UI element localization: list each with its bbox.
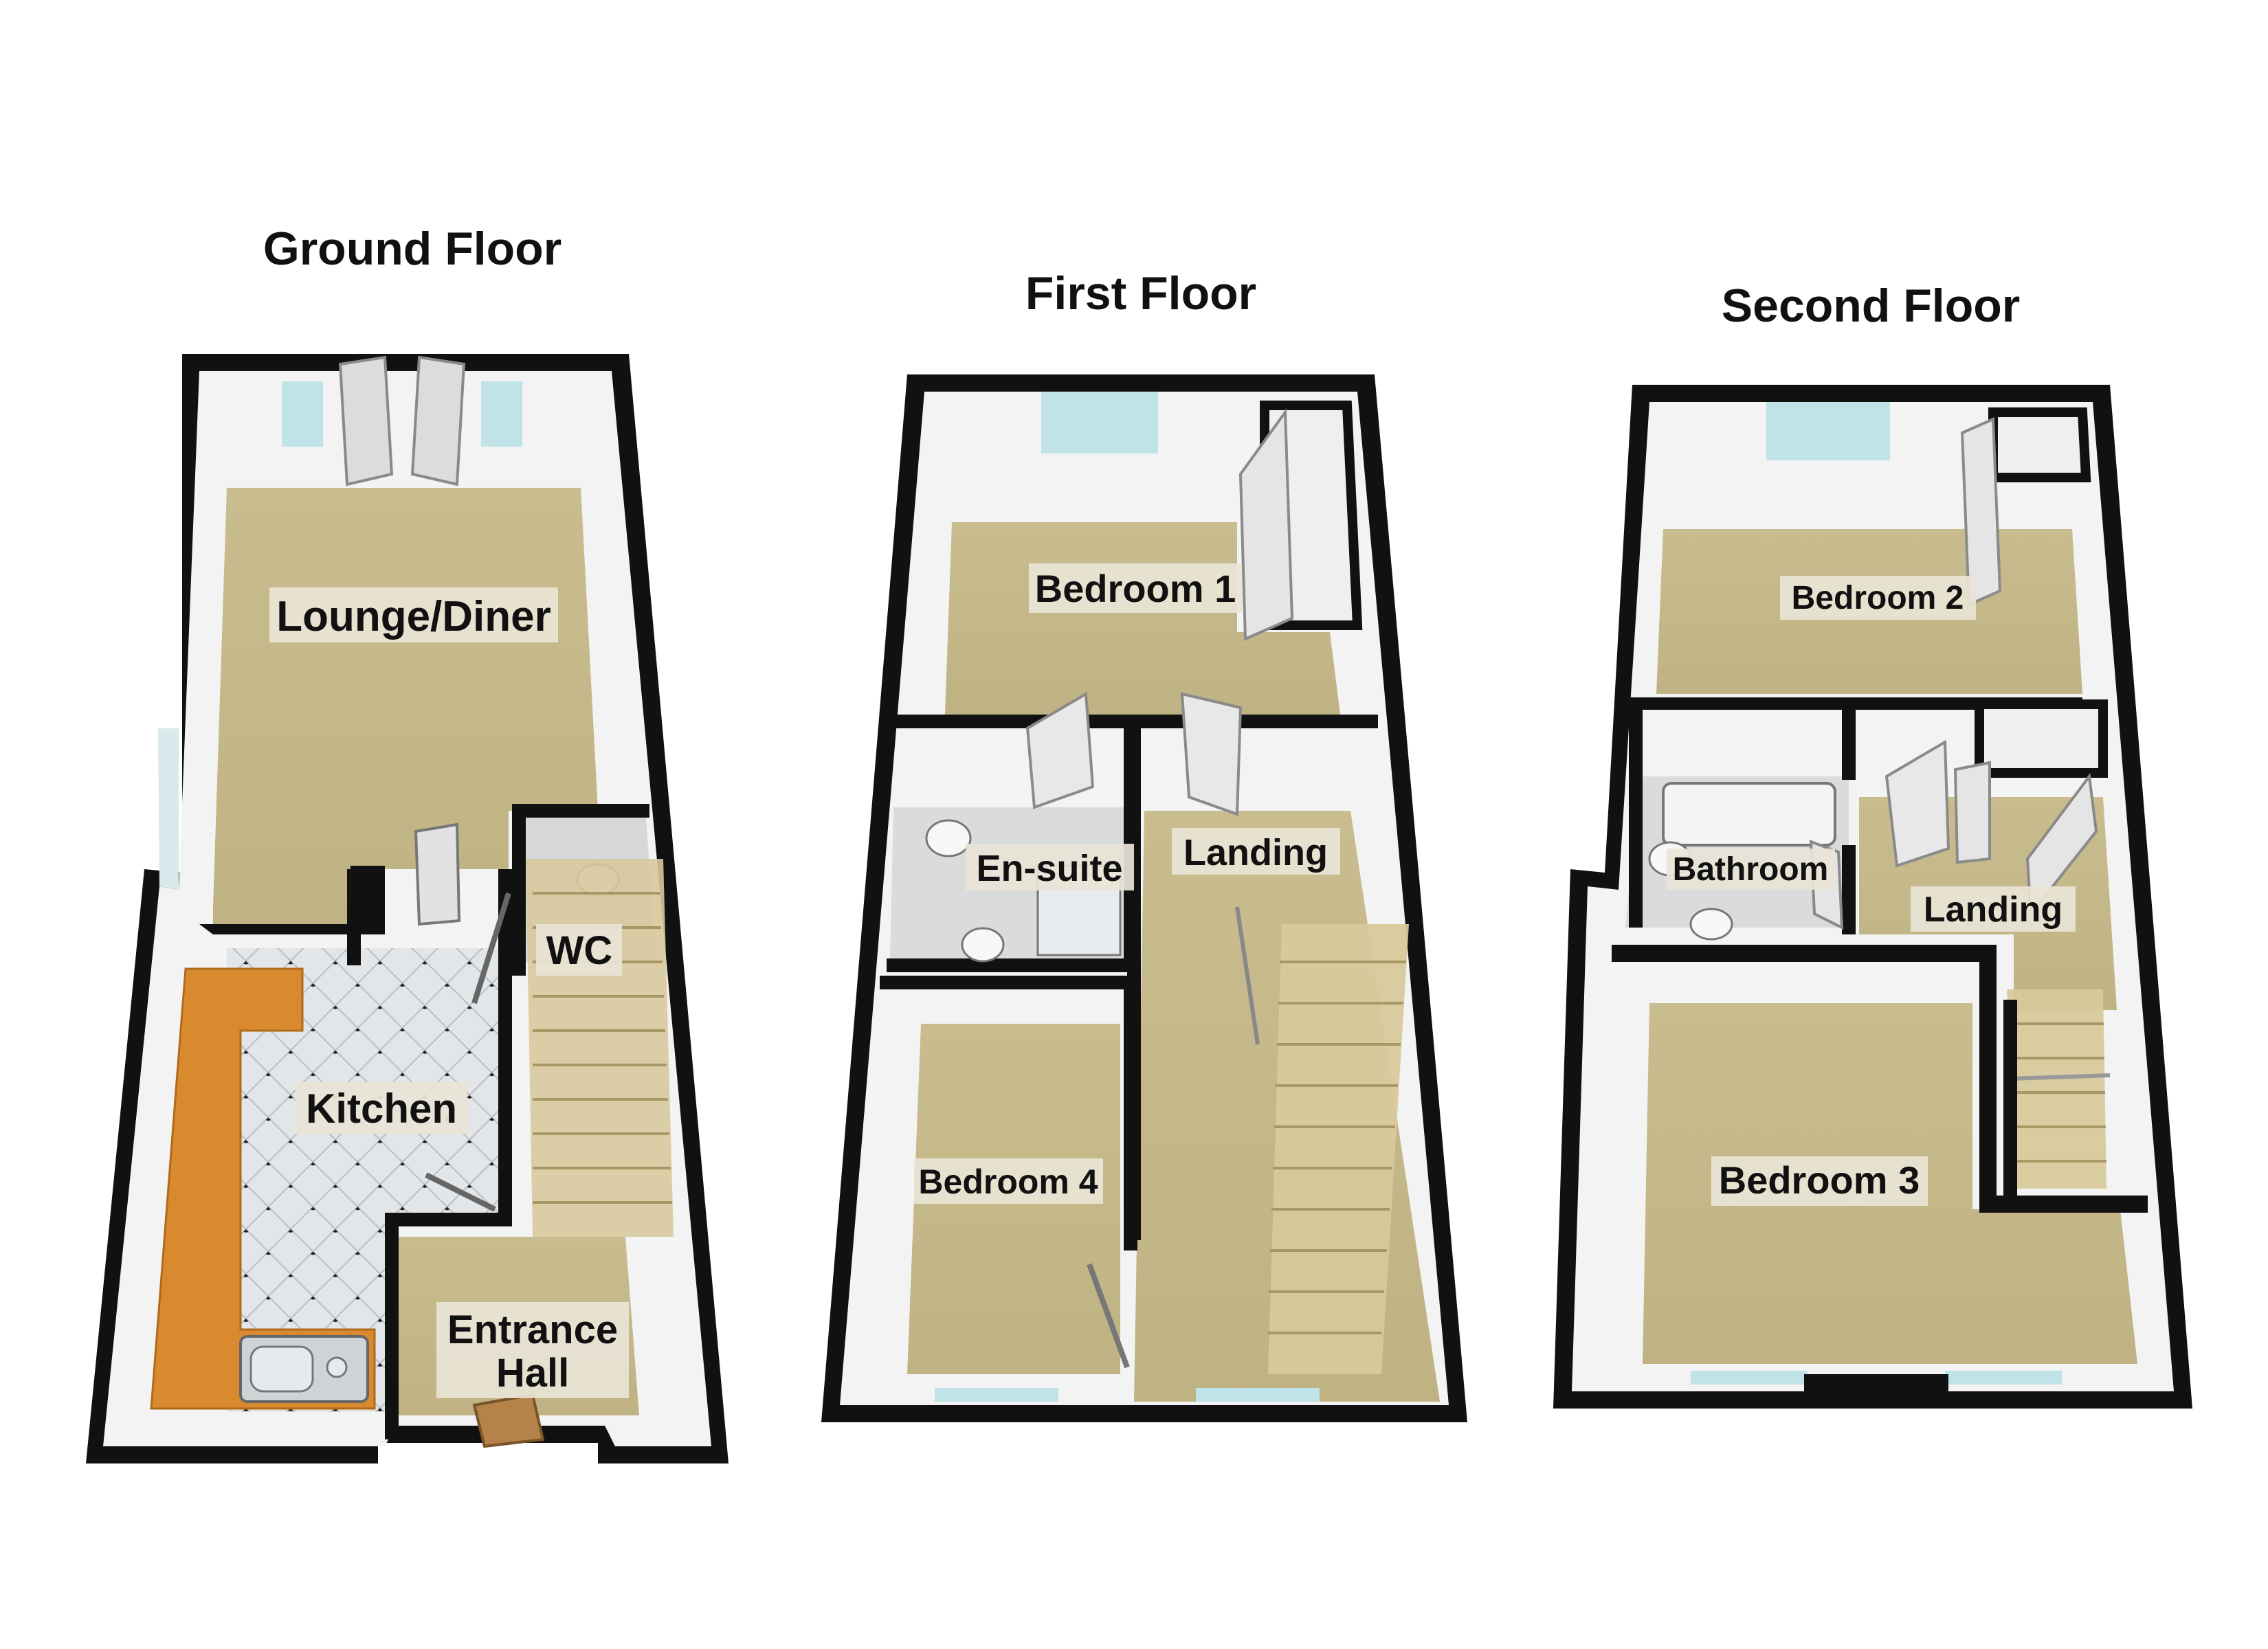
window [481, 381, 522, 447]
room-label-bathroom: Bathroom [1673, 851, 1829, 888]
room-label-entrance-line2: Hall [496, 1351, 569, 1395]
door [1953, 761, 1991, 864]
window [1041, 392, 1158, 453]
window [1196, 1388, 1320, 1402]
basin-icon [925, 819, 972, 857]
room-label-wc: WC [546, 928, 613, 973]
toilet-icon [1689, 908, 1733, 941]
room-label-bedroom3: Bedroom 3 [1719, 1158, 1920, 1202]
kitchen-worktop [150, 967, 376, 1410]
door [1025, 691, 1095, 809]
first-floor-title: First Floor [1025, 267, 1256, 319]
room-label-entrance-line1: Entrance [447, 1308, 618, 1352]
bath-icon [1662, 782, 1836, 846]
window [1945, 1371, 2062, 1384]
room-label-kitchen: Kitchen [306, 1086, 457, 1132]
room-label-bedroom4: Bedroom 4 [918, 1163, 1098, 1201]
first-floor-stairs [1235, 906, 1409, 1374]
window [282, 381, 323, 447]
patio-door-left [338, 355, 394, 486]
room-label-second-landing: Landing [1924, 890, 2063, 930]
cupboard [1975, 699, 2108, 778]
ground-floor-stairs [526, 859, 674, 1237]
patio-door-right [410, 355, 466, 486]
window [1766, 402, 1890, 460]
door [1238, 408, 1294, 642]
window [935, 1388, 1058, 1402]
door [1885, 739, 1950, 868]
ground-floor-plan: Ground Floor [86, 223, 729, 1463]
front-door [472, 1393, 545, 1448]
kitchen-floor [227, 948, 512, 1412]
room-label-first-landing: Landing [1183, 832, 1328, 873]
door [1960, 416, 2002, 607]
room-label-bedroom1: Bedroom 1 [1035, 567, 1236, 610]
first-floor-plan: First Floor [821, 267, 1467, 1422]
second-floor-title: Second Floor [1722, 280, 2020, 332]
wardrobe [1988, 407, 2091, 482]
second-floor-plan: Second Floor [1553, 280, 2192, 1409]
toilet-icon [961, 927, 1005, 963]
ground-floor-title: Ground Floor [263, 223, 562, 275]
room-label-bedroom2: Bedroom 2 [1792, 580, 1964, 616]
second-floor-stairs [2007, 989, 2111, 1189]
door [414, 822, 461, 926]
room-label-lounge: Lounge/Diner [276, 593, 551, 640]
window [1691, 1371, 1808, 1384]
room-label-ensuite: En-suite [976, 848, 1122, 889]
door [1180, 692, 1243, 816]
